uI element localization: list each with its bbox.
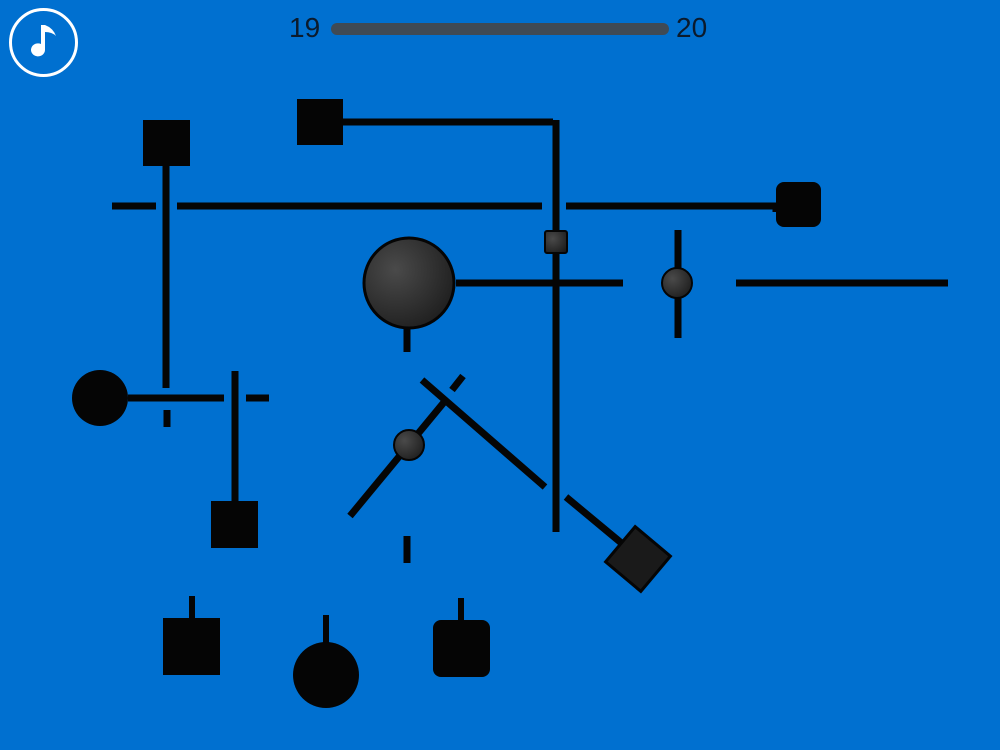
music-toggle-button[interactable]	[9, 8, 78, 77]
fixed-bar	[449, 373, 466, 393]
board-piece-square[interactable]	[603, 524, 673, 594]
pivot-joint	[661, 267, 693, 299]
tray-piece-rounded-square[interactable]	[433, 620, 490, 677]
board-piece-circle[interactable]	[72, 370, 128, 426]
board-piece-square[interactable]	[143, 120, 190, 166]
pivot-joint	[544, 230, 568, 254]
fixed-bar	[419, 377, 548, 490]
board-piece-rounded-square[interactable]	[776, 182, 821, 227]
tray-piece-circle[interactable]	[293, 642, 359, 708]
pivot-joint	[393, 429, 425, 461]
fixed-bar	[347, 398, 448, 519]
fixed-bar	[563, 494, 628, 549]
music-note-icon	[31, 25, 56, 57]
level-progress-bar	[331, 23, 669, 35]
tray-piece-square[interactable]	[163, 618, 220, 675]
current-level-number: 19	[289, 12, 321, 43]
board-piece-circle[interactable]	[362, 236, 456, 330]
next-level-number: 20	[676, 12, 708, 43]
board-piece-square[interactable]	[211, 501, 258, 548]
board-piece-square[interactable]	[297, 99, 343, 145]
